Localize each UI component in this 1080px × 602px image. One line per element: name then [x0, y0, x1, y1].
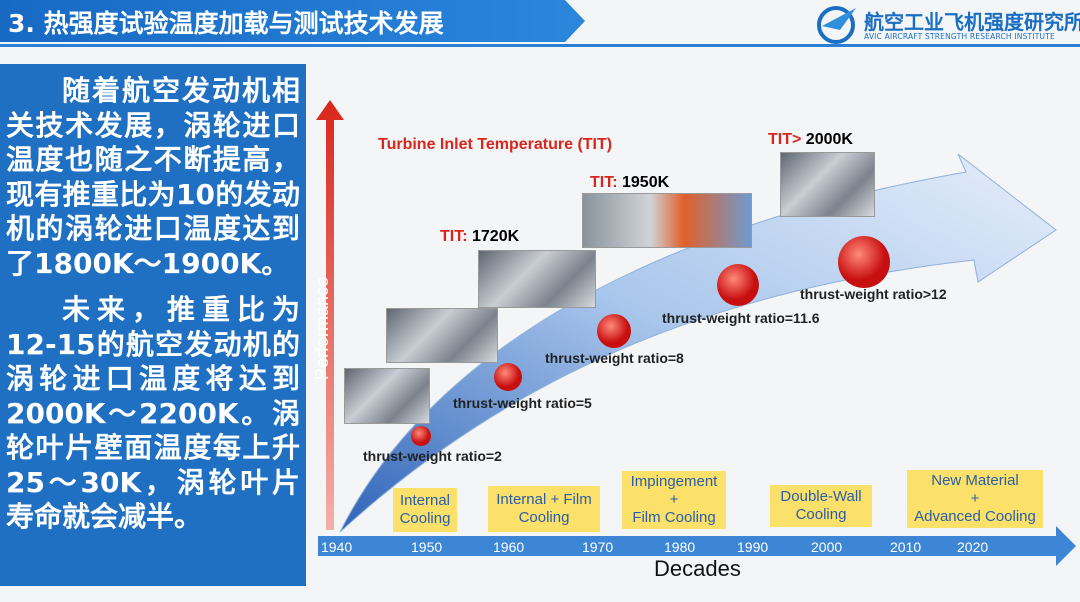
dot-ratio-5 [494, 363, 522, 391]
decade-label: 1980 [664, 539, 696, 555]
tit-title: Turbine Inlet Temperature (TIT) [378, 136, 613, 153]
ratio-label: thrust-weight ratio=2 [363, 448, 502, 464]
ratio-label: thrust-weight ratio=11.6 [662, 310, 820, 326]
avic-logo-icon [817, 6, 856, 44]
performance-diagram [316, 100, 1076, 566]
dot-ratio-2 [411, 426, 431, 446]
paragraph-future: 未来，推重比为12-15的航空发动机的涡轮进口温度将达到2000K～2200K。… [6, 293, 300, 533]
slide-title: 3. 热强度试验温度加载与测试技术发展 [8, 9, 444, 38]
ratio-label: thrust-weight ratio=8 [545, 350, 684, 366]
logo-name-cn: 航空工业飞机强度研究所 [864, 10, 1080, 34]
institute-logo: 航空工业飞机强度研究所 AVIC AIRCRAFT STRENGTH RESEA… [812, 4, 1080, 44]
dot-ratio-8 [597, 314, 631, 348]
engine-image-2 [386, 308, 498, 363]
decade-label: 1960 [493, 539, 525, 555]
tit-2000: TIT> 2000K [768, 131, 853, 148]
y-axis-arrow [316, 100, 344, 530]
ratio-label: thrust-weight ratio=5 [453, 395, 592, 411]
tit-1720: TIT: 1720K [440, 228, 520, 245]
ratio-label: thrust-weight ratio>12 [800, 286, 947, 302]
decade-label: 2020 [957, 539, 989, 555]
decade-label: 2010 [890, 539, 922, 555]
x-axis-arrow [318, 526, 1076, 566]
x-axis-label: Decades [654, 556, 741, 581]
decade-label: 1990 [737, 539, 769, 555]
y-axis-label: Performance [312, 276, 332, 380]
decade-label: 1940 [321, 539, 353, 555]
cooling-box-new-material: New Material+Advanced Cooling [907, 470, 1043, 528]
tit-1950: TIT: 1950K [590, 174, 670, 191]
description-panel: 随着航空发动机相关技术发展，涡轮进口温度也随之不断提高，现有推重比为10的发动机… [0, 64, 306, 586]
logo-name-en: AVIC AIRCRAFT STRENGTH RESEARCH INSTITUT… [864, 32, 1055, 41]
ratio-dots [411, 236, 890, 446]
decade-label: 1970 [582, 539, 614, 555]
cooling-box-impingement: Impingement+Film Cooling [622, 471, 726, 529]
engine-image-5 [780, 152, 875, 217]
decade-label: 2000 [811, 539, 843, 555]
paragraph-current: 随着航空发动机相关技术发展，涡轮进口温度也随之不断提高，现有推重比为10的发动机… [6, 74, 300, 280]
header-divider [0, 44, 1080, 47]
engine-image-3 [478, 250, 596, 308]
engine-image-1 [344, 368, 430, 424]
engine-image-4 [582, 193, 752, 248]
decade-label: 1950 [411, 539, 443, 555]
dot-ratio-12 [838, 236, 890, 288]
dot-ratio-11.6 [717, 264, 759, 306]
slide-title-bar: 3. 热强度试验温度加载与测试技术发展 [0, 0, 585, 42]
